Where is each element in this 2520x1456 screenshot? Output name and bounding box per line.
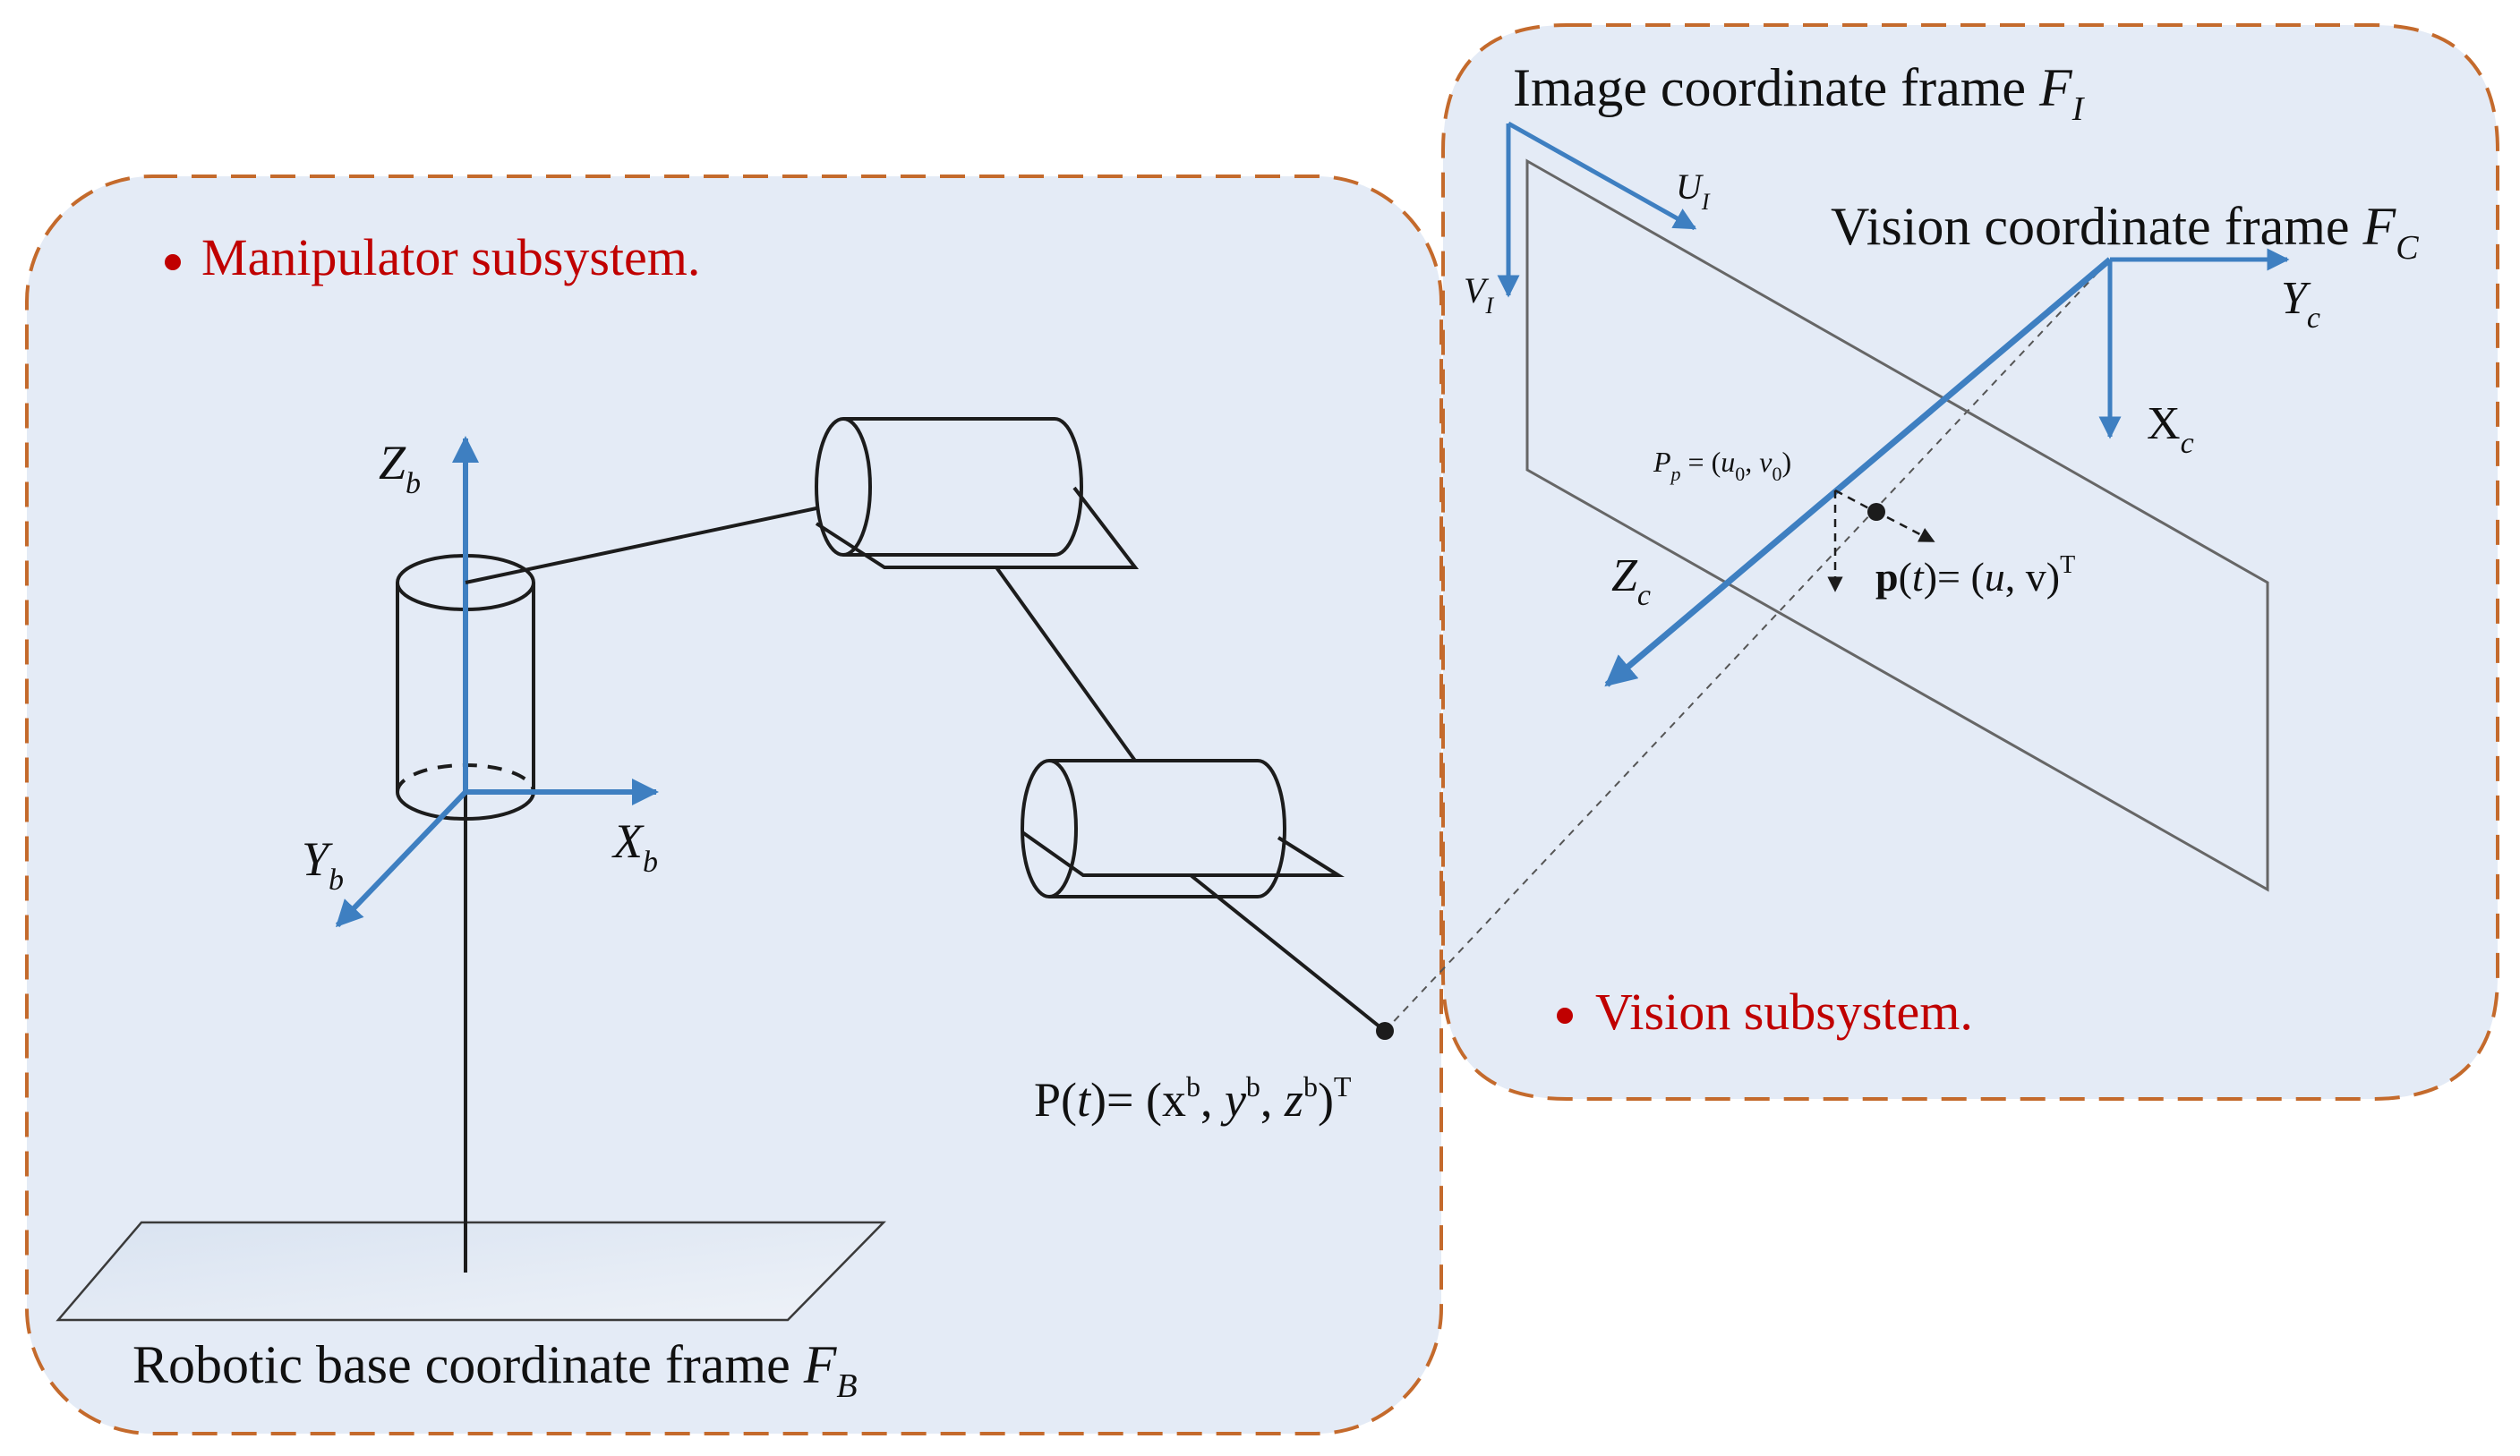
base-frame-label: Robotic base coordinate frame [132, 1335, 804, 1394]
end-effector-link [1189, 873, 1387, 1033]
projected-point-part1: ( [1899, 554, 1912, 600]
zc-axis-arrow [1604, 257, 2113, 687]
principal-point-psub: p [1670, 463, 1681, 485]
principal-point-u: u [1721, 446, 1735, 478]
svg-text:Xb: Xb [611, 814, 658, 879]
manipulator-bullet [165, 254, 181, 270]
ui-axis-label: U [1676, 166, 1704, 207]
principal-point-comma: , [1745, 446, 1759, 478]
yb-axis-arrow [335, 789, 468, 928]
base-plane [56, 1221, 886, 1322]
principal-point-eq: = ( [1681, 446, 1721, 478]
image-plane [1525, 158, 2269, 892]
svg-text:Manipulator subsystem.: Manipulator subsystem. [201, 228, 700, 286]
svg-text:Yb: Yb [302, 832, 344, 897]
principal-point-v: v [1759, 446, 1773, 478]
principal-point-usub: 0 [1735, 463, 1745, 485]
upper-joint-cylinder [815, 417, 1140, 569]
point-p-t: t [1077, 1073, 1092, 1127]
projected-point-sup: T [2060, 551, 2075, 579]
projected-point-part3: , v) [2005, 554, 2060, 600]
svg-text:Robotic base coordinate frame: Robotic base coordinate frame FB [132, 1335, 858, 1405]
image-frame-label: Image coordinate frame [1513, 58, 2039, 117]
forearm-link [995, 566, 1137, 762]
point-p-part3: , [1200, 1073, 1225, 1127]
vi-axis-sub: I [1484, 293, 1494, 319]
xc-axis-label: X [2147, 398, 2181, 449]
manipulator-subsystem-title: Manipulator subsystem. [201, 228, 700, 286]
principal-to-projected [1834, 489, 1876, 514]
ui-axis-sub: I [1701, 189, 1711, 215]
lower-joint-cylinder [1021, 759, 1345, 898]
yb-axis-label: Y [302, 832, 333, 886]
svg-text:UI: UI [1676, 166, 1711, 215]
principal-point-vsub: 0 [1772, 463, 1781, 485]
base-frame-symbol: F [803, 1335, 838, 1394]
vision-frame-label: Vision coordinate frame [1831, 197, 2363, 256]
svg-text:VI: VI [1464, 270, 1494, 319]
yc-axis-sub: c [2307, 302, 2320, 335]
principal-point-close: ) [1781, 446, 1791, 478]
zc-axis-label: Z [1611, 550, 1638, 601]
svg-text:Pp = (u0, v0): Pp = (u0, v0) [1653, 446, 1791, 485]
svg-text:Yc: Yc [2281, 273, 2320, 335]
projected-point-arrow [1886, 515, 1935, 543]
projected-point-part2: )= ( [1924, 554, 1985, 600]
point-p-part5: ) [1318, 1073, 1334, 1127]
vision-frame-sub: C [2396, 229, 2419, 267]
svg-text:P(t)= (xb, yb, zb)T: P(t)= (xb, yb, zb)T [1034, 1070, 1352, 1127]
svg-text:Xc: Xc [2147, 398, 2194, 460]
point-p-y: y [1220, 1073, 1246, 1127]
svg-text:Zc: Zc [1611, 550, 1651, 612]
base-frame-sub: B [836, 1367, 857, 1405]
vision-frame-symbol: F [2362, 197, 2397, 256]
image-frame-symbol: F [2038, 58, 2073, 117]
svg-text:Vision coordinate frame FC: Vision coordinate frame FC [1831, 197, 2419, 267]
point-p-sup3: b [1303, 1070, 1318, 1103]
projection-ray [1384, 259, 2111, 1032]
point-p-part2: )= (x [1090, 1073, 1186, 1127]
vision-panel [1441, 23, 2499, 1101]
principal-point-p: P [1653, 446, 1671, 478]
point-p-z: z [1284, 1073, 1303, 1127]
ui-axis-arrow [1507, 121, 1697, 231]
projected-point-u: u [1985, 554, 2005, 600]
image-frame-sub: I [2072, 90, 2086, 128]
point-p-label: P( [1034, 1073, 1077, 1127]
svg-text:Vision subsystem.: Vision subsystem. [1595, 983, 1973, 1041]
svg-text:p(t)= (u, v)T: p(t)= (u, v)T [1875, 551, 2075, 600]
end-effector-point [1376, 1022, 1394, 1040]
zb-axis-label: Z [379, 436, 406, 490]
vision-bullet [1557, 1008, 1573, 1024]
svg-text:Image coordinate frame FI: Image coordinate frame FI [1513, 58, 2086, 128]
xb-axis-sub: b [643, 846, 658, 879]
yc-axis-label: Y [2281, 273, 2311, 324]
projected-point [1867, 503, 1885, 521]
xb-axis-label: X [611, 814, 645, 868]
upper-arm-link [465, 507, 817, 584]
point-p-sup4: T [1334, 1070, 1352, 1103]
xc-axis-sub: c [2181, 427, 2194, 460]
point-p-part4: , [1260, 1073, 1285, 1127]
svg-text:Zb: Zb [379, 436, 421, 500]
point-p-sup2: b [1246, 1070, 1260, 1103]
zc-axis-sub: c [1637, 579, 1651, 612]
vision-subsystem-title: Vision subsystem. [1595, 983, 1973, 1041]
projected-point-t: t [1912, 554, 1925, 600]
point-p-sup1: b [1186, 1070, 1200, 1103]
zb-axis-sub: b [406, 467, 421, 500]
yb-axis-sub: b [329, 864, 344, 897]
vi-axis-label: V [1464, 270, 1490, 311]
projected-point-p: p [1875, 554, 1899, 600]
